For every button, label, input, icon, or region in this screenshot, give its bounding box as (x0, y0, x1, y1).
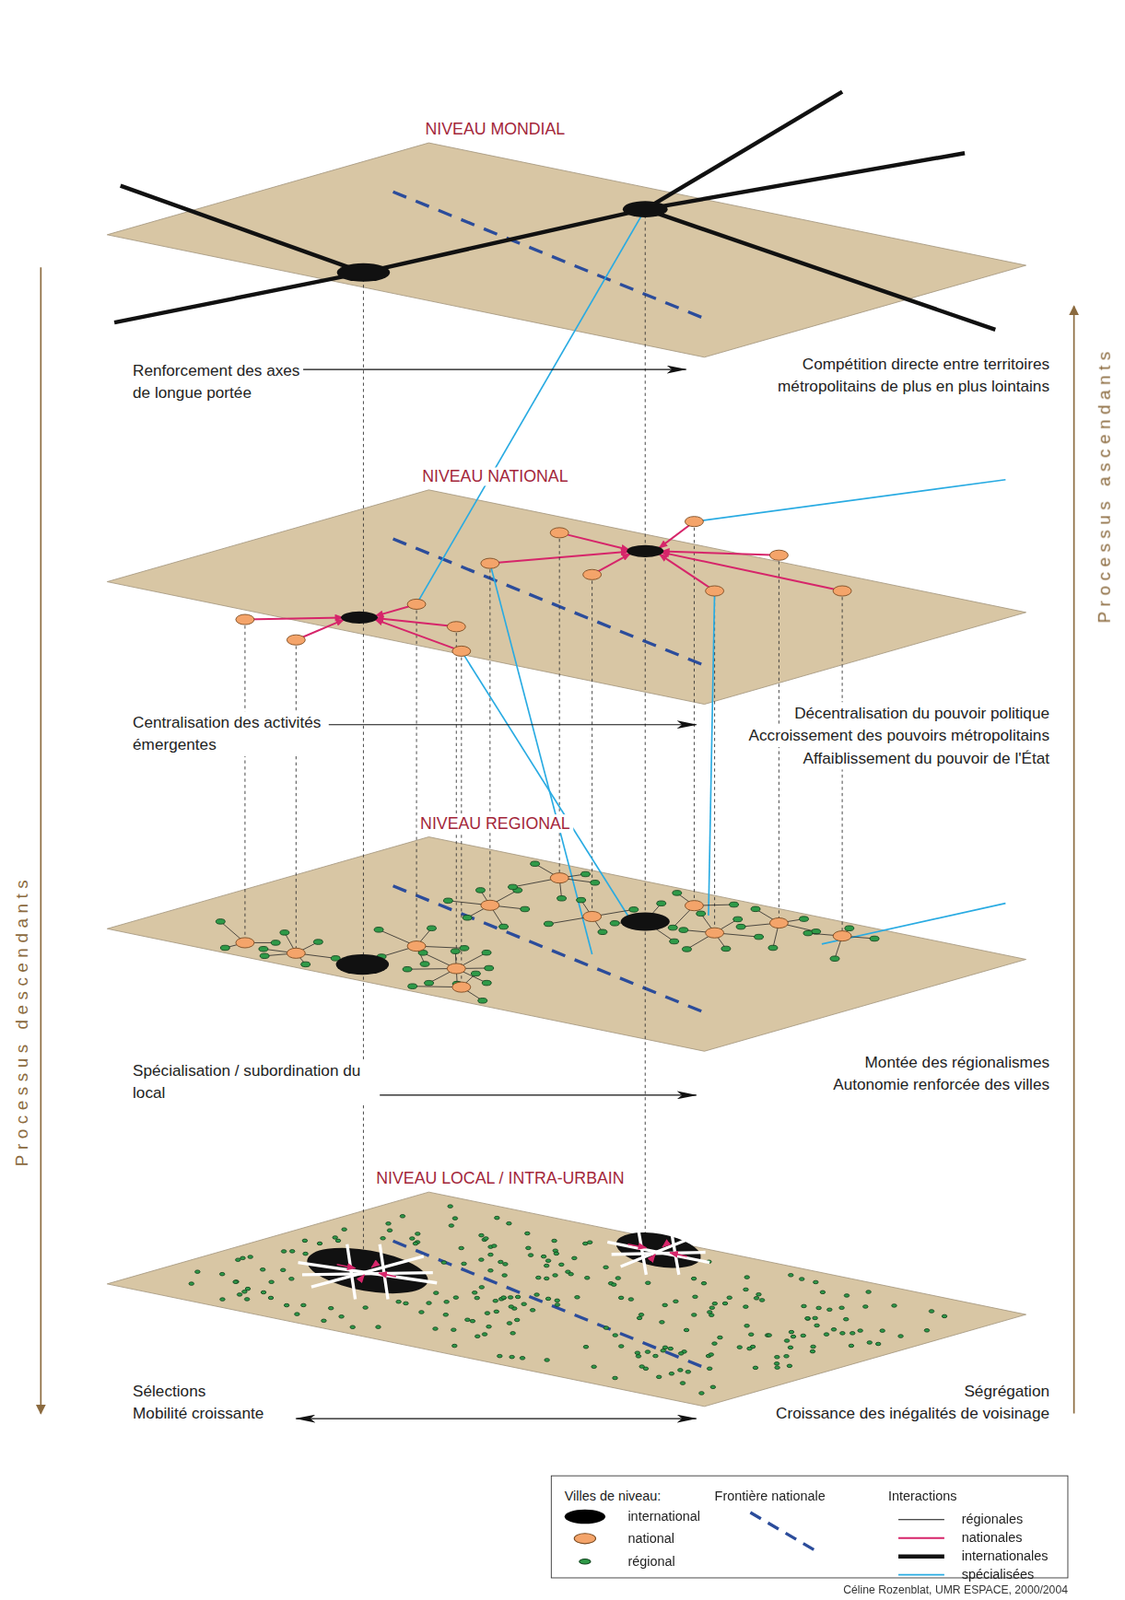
level-heading: NIVEAU REGIONAL (417, 814, 574, 833)
legend-swatch (578, 1558, 591, 1565)
process-note: Centralisation des activités émergentes (130, 711, 329, 757)
national-city (286, 634, 305, 645)
process-note: Mobilité croissante (130, 1402, 267, 1425)
legend-text: régionales (961, 1511, 1023, 1529)
line-sample (898, 1554, 945, 1559)
level-plane: NIVEAU LOCAL / INTRA-URBAIN (106, 1192, 1026, 1407)
process-note: Renforcement des axes de longue portée (130, 359, 304, 405)
legend-text: nationales (961, 1529, 1023, 1547)
legend-heading: Villes de niveau: (564, 1487, 662, 1505)
level-plane: NIVEAU MONDIAL (106, 142, 1026, 358)
process-arrow (39, 267, 42, 1414)
process-label: Processus descendants (11, 875, 33, 1167)
national-city (235, 614, 255, 625)
process-label: Processus ascendants (1094, 346, 1115, 623)
process-note: Sélections (130, 1380, 209, 1403)
plane-shape (106, 837, 1026, 1053)
legend-text: internationales (961, 1547, 1049, 1566)
legend-swatch (564, 1509, 606, 1524)
level-heading: NIVEAU MONDIAL (421, 120, 568, 140)
plane-shape (106, 142, 1026, 358)
process-note: Spécialisation / subordination du local (130, 1059, 380, 1105)
plane-outline (106, 490, 1026, 705)
process-note: Affaiblissement du pouvoir de l'État (800, 747, 1052, 770)
process-note: Compétition directe entre territoires mé… (740, 352, 1052, 399)
national-city (769, 550, 788, 561)
plane-outline (106, 142, 1026, 358)
line-sample (898, 1537, 945, 1540)
level-plane: NIVEAU REGIONAL (106, 837, 1026, 1053)
legend-text: international (627, 1508, 700, 1526)
process-note: Autonomie renforcée des villes (831, 1074, 1052, 1097)
double-arrow (267, 369, 686, 371)
double-arrow (285, 724, 696, 726)
border-sample (750, 1512, 817, 1552)
line-sample (898, 1574, 945, 1577)
credit-caption: Céline Rozenblat, UMR ESPACE, 2000/2004 (843, 1583, 1068, 1597)
plane-shape (106, 490, 1026, 705)
process-note: Ségrégation (961, 1380, 1052, 1403)
plane-outline (106, 837, 1026, 1053)
level-link (644, 209, 646, 1251)
process-note: Croissance des inégalités de voisinage (773, 1402, 1052, 1425)
national-city (684, 516, 704, 528)
international-axis (644, 92, 843, 210)
level-plane: NIVEAU NATIONAL (106, 490, 1026, 705)
plane-shape (106, 1192, 1026, 1407)
process-note: Accroissement des pouvoirs métropolitain… (746, 725, 1052, 748)
legend-heading: Interactions (888, 1487, 957, 1505)
process-arrow (1073, 305, 1076, 1414)
legend-text: spécialisées (961, 1566, 1034, 1584)
level-link (363, 272, 364, 1272)
legend-swatch (574, 1533, 597, 1545)
legend-text: national (627, 1530, 674, 1548)
plane-outline (106, 1192, 1026, 1407)
line-sample (898, 1519, 945, 1521)
legend-text: régional (627, 1552, 675, 1571)
level-heading: NIVEAU NATIONAL (419, 467, 572, 486)
specialised-interaction (693, 480, 1006, 522)
double-arrow (295, 1418, 696, 1420)
legend-box (550, 1476, 1068, 1579)
level-heading: NIVEAU LOCAL / INTRA-URBAIN (373, 1170, 628, 1189)
process-note: Décentralisation du pouvoir politique (792, 702, 1052, 725)
legend-text: Frontière nationale (714, 1487, 826, 1505)
process-note: Montée des régionalismes (862, 1051, 1052, 1074)
